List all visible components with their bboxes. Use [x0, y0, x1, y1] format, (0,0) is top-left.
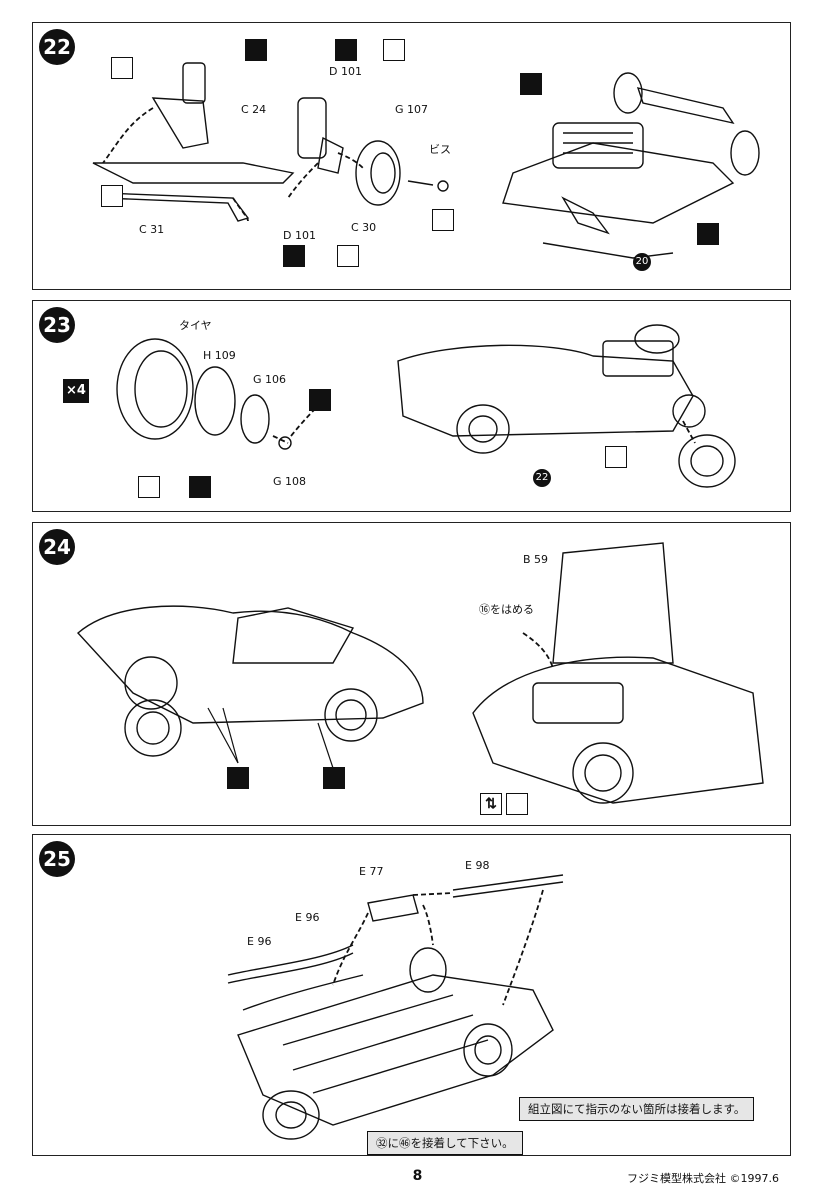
step-23-illustration [116, 324, 736, 488]
part-label-screw: ビス [429, 143, 451, 156]
part-label-d101: D 101 [329, 65, 362, 78]
glue-icon [520, 73, 542, 95]
quantity-multiplier: ×4 [63, 379, 89, 403]
glue-icon [697, 223, 719, 245]
part-label-e96: E 96 [247, 935, 272, 948]
no-glue-icon [506, 793, 528, 815]
glue-icon [245, 39, 267, 61]
reference-step-number: 20 [633, 253, 651, 271]
screw-icon [432, 209, 454, 231]
part-label-c30: C 30 [351, 221, 377, 234]
up-down-arrows-icon: ⇅ [480, 793, 502, 815]
part-label-c24: C 24 [241, 103, 267, 116]
part-label-e98: E 98 [465, 859, 490, 872]
step-number-badge: 25 [39, 841, 75, 877]
glue-icon [335, 39, 357, 61]
reference-step-number: 22 [533, 469, 551, 487]
no-glue-icon [101, 185, 123, 207]
glue-icon [323, 767, 345, 789]
step-24-illustration [76, 542, 764, 804]
part-label-b59: B 59 [523, 553, 549, 566]
part-label-d101: D 101 [283, 229, 316, 242]
step-25-illustration [227, 874, 564, 1140]
glue-icon [283, 245, 305, 267]
no-glue-icon [383, 39, 405, 61]
part-label-h109: H 109 [203, 349, 236, 362]
step-number-badge: 23 [39, 307, 75, 343]
no-glue-icon [337, 245, 359, 267]
step-25-panel: 25 E 77 E 98 E 96 E 96 組立図にて指示のない箇所 [32, 834, 791, 1156]
part-label-tire: タイヤ [179, 319, 212, 332]
general-glue-note: 組立図にて指示のない箇所は接着します。 [519, 1097, 755, 1121]
part-label-g107: G 107 [395, 103, 429, 116]
part-label-g108: G 108 [273, 475, 307, 488]
step-number-badge: 24 [39, 529, 75, 565]
page-number: 8 [412, 1168, 423, 1184]
part-label-c31: C 31 [139, 223, 165, 236]
step-23-panel: 23 ×4 タイヤ H 109 G 106 G 108 [32, 300, 791, 512]
step-22-panel: 22 [32, 22, 791, 290]
glue-instruction-note: ㉜に㊻を接着して下さい。 [367, 1131, 523, 1155]
part-label-g106: G 106 [253, 373, 287, 386]
glue-icon [309, 389, 331, 411]
part-label-e77: E 77 [359, 865, 384, 878]
no-glue-icon [138, 476, 160, 498]
glue-icon [189, 476, 211, 498]
step-24-panel: 24 ⇅ B 59 ⑯をはめる [32, 522, 791, 826]
glue-icon [227, 767, 249, 789]
company-copyright: フジミ模型株式会社 ©1997.6 [627, 1172, 779, 1185]
no-glue-icon [605, 446, 627, 468]
step-22-illustration [92, 62, 760, 259]
step-number-badge: 22 [39, 29, 75, 65]
no-glue-icon [111, 57, 133, 79]
part-label-e96: E 96 [295, 911, 320, 924]
instruction-insert: ⑯をはめる [479, 603, 534, 616]
